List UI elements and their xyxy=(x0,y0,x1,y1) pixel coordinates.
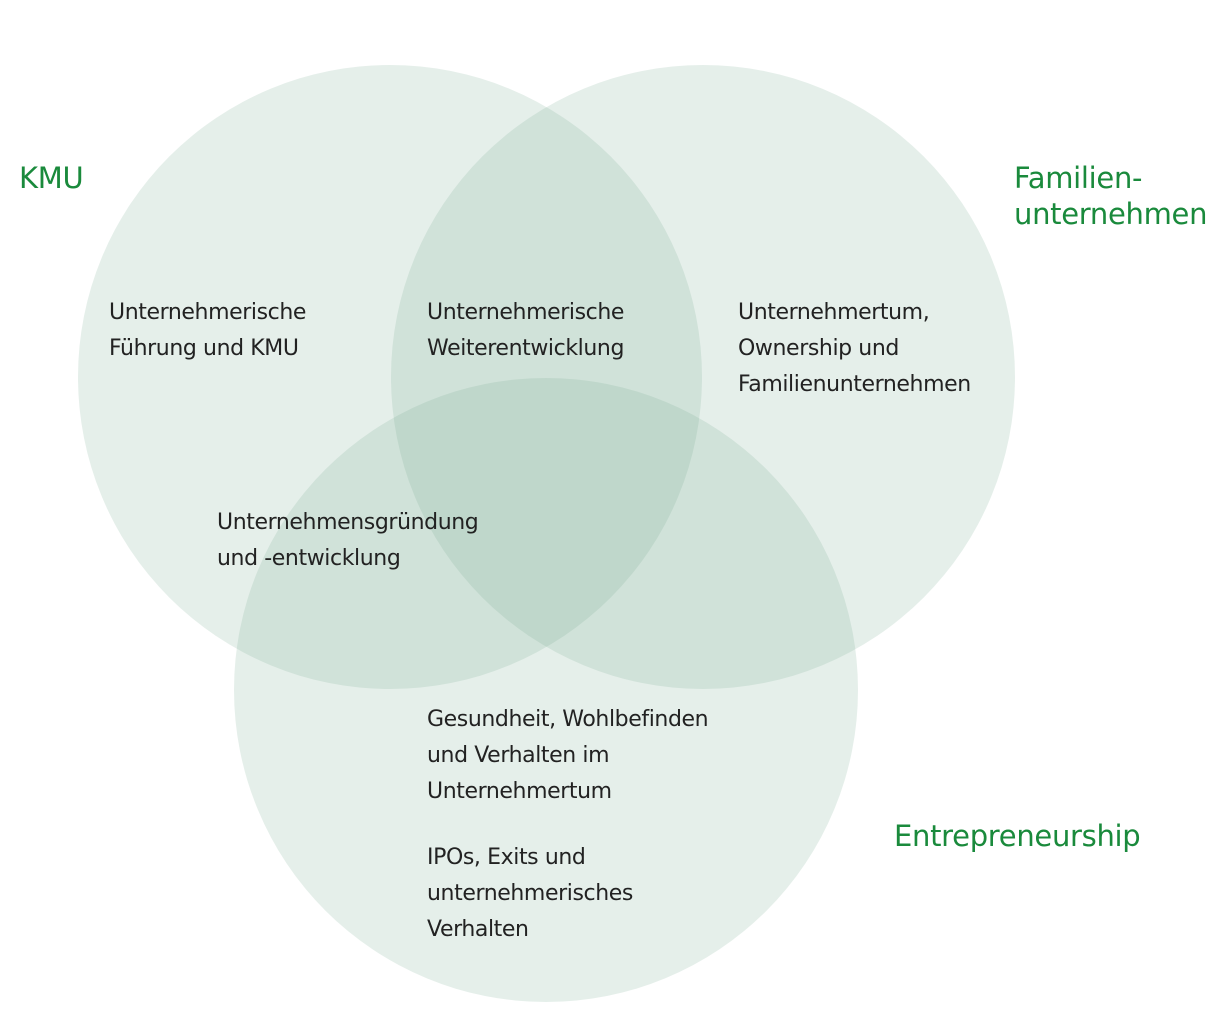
region-line: unternehmerisches xyxy=(427,881,633,906)
set-label-line: Familien- xyxy=(1014,161,1143,195)
region-line: und -entwicklung xyxy=(217,546,401,571)
circle-entrepreneurship xyxy=(234,378,858,1002)
region-familien-only: Unternehmertum, Ownership und Familienun… xyxy=(738,295,971,403)
region-line: Unternehmerische xyxy=(427,300,625,325)
region-line: IPOs, Exits und xyxy=(427,845,586,870)
region-line: Unternehmerische xyxy=(109,300,307,325)
circle-familienunternehmen xyxy=(391,65,1015,689)
circle-kmu xyxy=(78,65,702,689)
region-line: Unternehmensgründung xyxy=(217,510,479,535)
region-line: Familienunternehmen xyxy=(738,372,971,397)
set-label-kmu: KMU xyxy=(19,160,84,196)
region-entrepreneurship-only: Gesundheit, Wohlbefinden und Verhalten i… xyxy=(427,702,709,948)
region-line: Unternehmertum xyxy=(427,779,612,804)
region-line: Ownership und xyxy=(738,336,899,361)
set-label-line: unternehmen xyxy=(1014,197,1208,231)
region-block-ipos: IPOs, Exits und unternehmerisches Verhal… xyxy=(427,840,708,948)
region-kmu-only: Unternehmerische Führung und KMU xyxy=(109,295,306,367)
set-label-familienunternehmen: Familien- unternehmen xyxy=(1014,160,1207,232)
region-line: Unternehmertum, xyxy=(738,300,930,325)
region-line: Führung und KMU xyxy=(109,336,299,361)
region-line: Weiterentwicklung xyxy=(427,336,625,361)
region-line: Gesundheit, Wohlbefinden xyxy=(427,707,709,732)
region-kmu-familien: Unternehmerische Weiterentwicklung xyxy=(427,295,624,367)
set-label-line: Entrepreneurship xyxy=(894,819,1141,853)
region-block-gesundheit: Gesundheit, Wohlbefinden und Verhalten i… xyxy=(427,702,709,810)
region-line: Verhalten xyxy=(427,917,529,942)
set-label-line: KMU xyxy=(19,161,84,195)
region-kmu-entrepreneurship: Unternehmensgründung und -entwicklung xyxy=(217,505,479,577)
set-label-entrepreneurship: Entrepreneurship xyxy=(894,818,1141,854)
region-line: und Verhalten im xyxy=(427,743,610,768)
